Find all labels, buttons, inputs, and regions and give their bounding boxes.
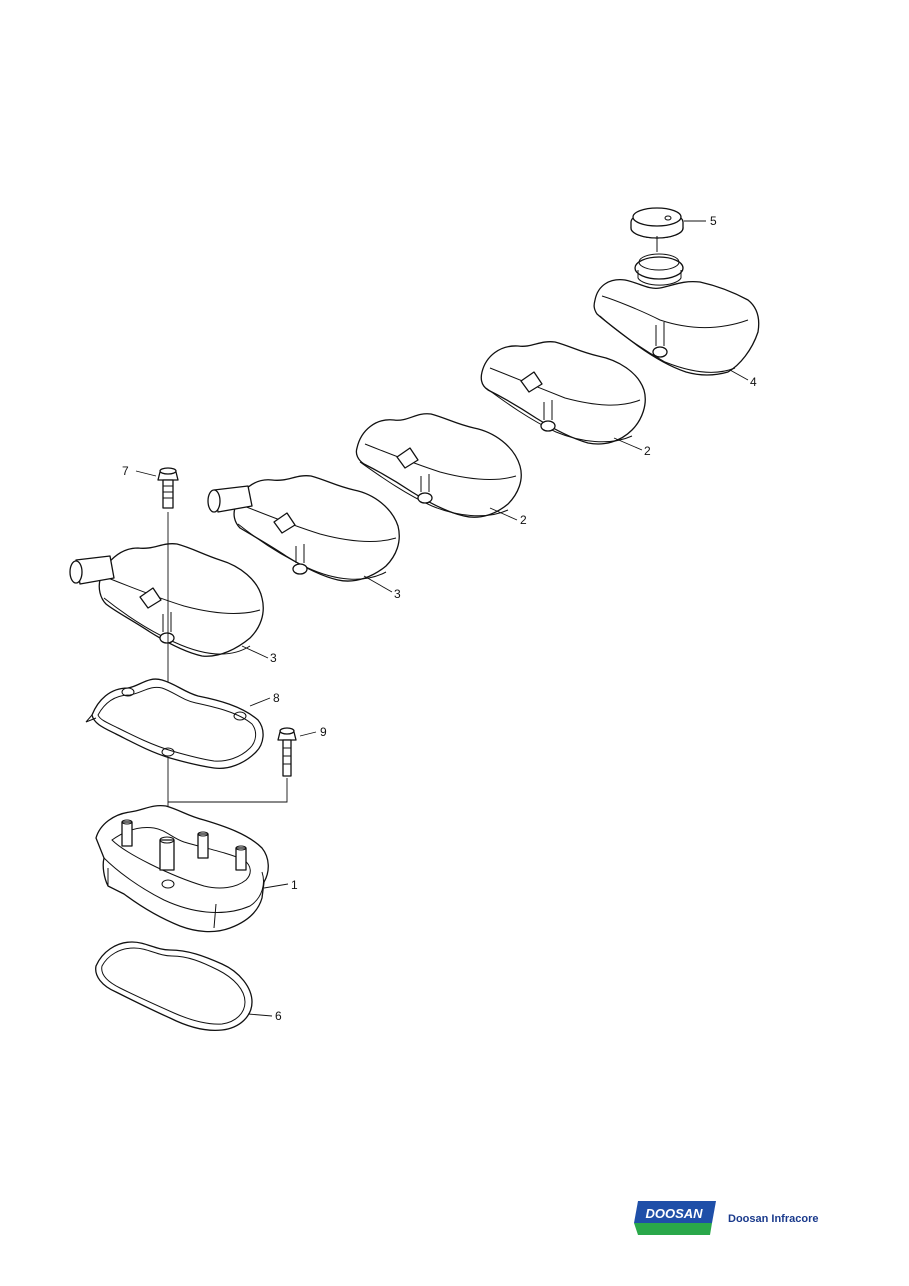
part-9-bolt (277, 727, 297, 777)
part-3-rocker-cover-breather-lower (69, 543, 264, 657)
part-2-rocker-cover-lower (355, 413, 522, 518)
svg-text:DOOSAN: DOOSAN (645, 1206, 703, 1221)
callout-2-lower: 2 (520, 513, 527, 527)
callout-3-upper: 3 (394, 587, 401, 601)
callout-3-lower: 3 (270, 651, 277, 665)
bolt-9-axis-line (168, 778, 288, 803)
part-1-base-housing (95, 804, 269, 933)
callout-4: 4 (750, 375, 757, 389)
part-8-cover-gasket (85, 678, 264, 770)
company-name: Doosan Infracore (728, 1213, 819, 1225)
callout-1: 1 (291, 878, 298, 892)
part-7-bolt (157, 467, 179, 509)
part-6-base-gasket (95, 941, 253, 1032)
callout-9: 9 (320, 725, 327, 739)
callout-6: 6 (275, 1009, 282, 1023)
callout-7: 7 (122, 464, 129, 478)
callout-2-upper: 2 (644, 444, 651, 458)
part-2-rocker-cover-upper (480, 341, 646, 445)
leader-lines (135, 220, 749, 1017)
callout-5: 5 (710, 214, 717, 228)
part-5-filler-cap (630, 207, 684, 252)
callout-8: 8 (273, 691, 280, 705)
part-4-rocker-cover-with-filler (593, 253, 760, 376)
part-3-rocker-cover-breather-upper (207, 475, 400, 582)
